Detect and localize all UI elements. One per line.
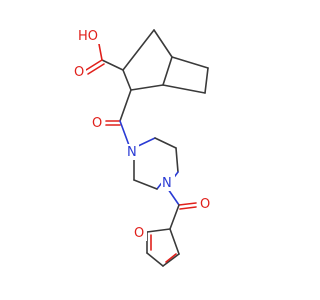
hydroxyl-label: HO [78,29,98,44]
norbornane-bonds [122,29,209,94]
furan-ring [146,228,180,267]
piperazine-nitrogen-bottom-label: N [162,176,172,191]
amide-1 [105,89,132,149]
structure-diagram: HO O O N N O O [72,28,212,267]
acid-carbonyl-oxygen-label: O [74,65,84,80]
carboxylic-acid [85,43,124,75]
amide-oxygen-1-label: O [92,116,102,131]
atom-labels: HO O O N N O O [72,28,212,241]
piperazine-nitrogen-top-label: N [127,145,137,160]
amide-2 [167,188,197,230]
amide-oxygen-2-label: O [200,197,210,212]
furan-oxygen-label: O [134,226,144,241]
